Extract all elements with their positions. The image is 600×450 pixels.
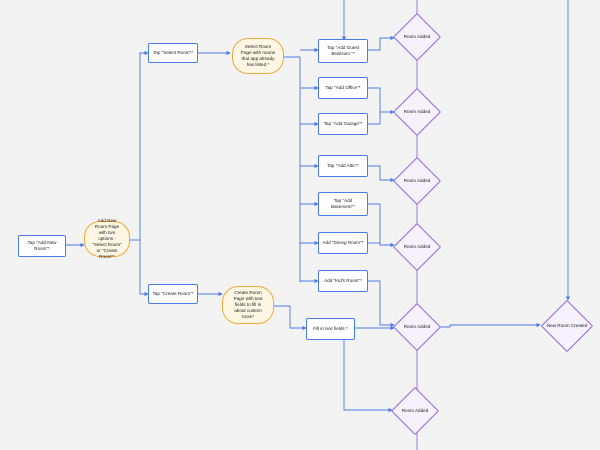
fill-text-fields-label: Fill in text fields * bbox=[313, 326, 348, 332]
room-added-diamond-2[interactable]: Room Added bbox=[394, 89, 440, 135]
edge-branch-to-create bbox=[139, 240, 149, 297]
room-added-diamond-5[interactable]: Room Added bbox=[394, 304, 440, 350]
room-added-diamond-3[interactable]: Room Added bbox=[394, 158, 440, 204]
edge-fill-to-bottom bbox=[343, 340, 393, 413]
create-room-page-label: Create Room Page with text fields to fil… bbox=[233, 290, 263, 319]
tap-select-room-label: Tap "Select Room"* bbox=[152, 50, 194, 56]
create-room-page-node[interactable]: Create Room Page with text fields to fil… bbox=[222, 286, 274, 324]
room-added-label-4: Room Added bbox=[403, 244, 431, 250]
add-room-page-node[interactable]: Add New Room Page with two options - "Se… bbox=[84, 218, 130, 259]
option-basement-node[interactable]: Tap "Add Basement"* bbox=[318, 192, 368, 216]
option-garage-label: Tap "Add Garage"* bbox=[323, 121, 363, 127]
option-attic-node[interactable]: Tap "Add Attic"* bbox=[318, 155, 368, 177]
edge-branch-to-select bbox=[139, 50, 149, 240]
option-garage-node[interactable]: Tap "Add Garage"* bbox=[318, 113, 368, 135]
edge-kids-added bbox=[368, 280, 395, 328]
tap-select-room-node[interactable]: Tap "Select Room"* bbox=[148, 43, 198, 63]
option-kids-room-label: Add "Kid's Room"* bbox=[324, 278, 362, 284]
edge-attic-added bbox=[368, 165, 395, 183]
option-dining-room-label: Add "Dining Room"* bbox=[322, 240, 364, 246]
option-office-label: Tap "Add Office"* bbox=[325, 85, 361, 91]
select-room-page-node[interactable]: Select Room Page with rooms that app alr… bbox=[232, 38, 284, 74]
tap-create-room-label: Tap "Create Room"* bbox=[152, 291, 194, 297]
option-guest-bedroom-node[interactable]: Tap "Add Guest Bedroom "* bbox=[318, 39, 368, 63]
room-added-label-2: Room Added bbox=[403, 109, 431, 115]
tap-create-room-node[interactable]: Tap "Create Room"* bbox=[148, 284, 198, 304]
new-room-created-diamond[interactable]: New Room Created bbox=[542, 301, 592, 351]
option-dining-room-node[interactable]: Add "Dining Room"* bbox=[318, 232, 368, 254]
add-room-page-label: Add New Room Page with two options - "Se… bbox=[92, 218, 122, 259]
room-added-diamond-4[interactable]: Room Added bbox=[394, 224, 440, 270]
edge-added-to-created bbox=[440, 322, 541, 328]
room-added-label-3: Room Added bbox=[403, 178, 431, 184]
option-basement-label: Tap "Add Basement"* bbox=[330, 198, 356, 209]
edge-basement-added bbox=[368, 203, 395, 248]
edge-guest-added bbox=[368, 35, 395, 51]
new-room-created-label: New Room Created bbox=[546, 323, 588, 329]
option-attic-label: Tap "Add Attic"* bbox=[327, 163, 359, 169]
option-guest-bedroom-label: Tap "Add Guest Bedroom "* bbox=[326, 45, 360, 56]
room-added-label-6: Room Added bbox=[401, 408, 429, 414]
edge-page-to-fill bbox=[274, 305, 307, 331]
start-node-label: Tap "Add New Room"* bbox=[27, 240, 57, 251]
room-added-label-1: Room Added bbox=[403, 34, 431, 40]
fill-text-fields-node[interactable]: Fill in text fields * bbox=[306, 318, 355, 340]
start-node[interactable]: Tap "Add New Room"* bbox=[18, 235, 66, 257]
option-office-node[interactable]: Tap "Add Office"* bbox=[318, 77, 368, 99]
room-added-diamond-6[interactable]: Room Added bbox=[392, 388, 438, 434]
room-added-diamond-1[interactable]: Room Added bbox=[394, 14, 440, 60]
edge-office-added bbox=[368, 87, 395, 115]
edge-garage-added bbox=[368, 112, 381, 125]
select-room-page-label: Select Room Page with rooms that app alr… bbox=[240, 44, 276, 67]
option-kids-room-node[interactable]: Add "Kid's Room"* bbox=[318, 270, 368, 292]
room-added-label-5: Room Added bbox=[403, 324, 431, 330]
